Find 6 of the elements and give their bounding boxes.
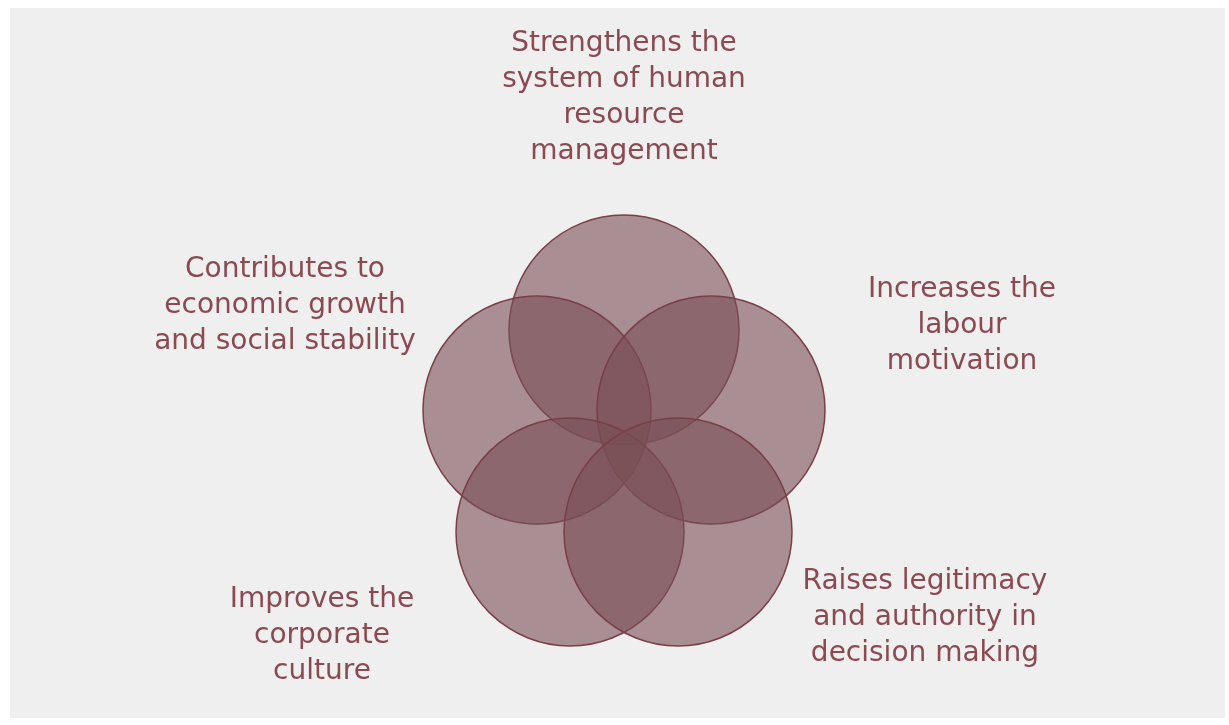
caption-text: Increases the labour motivation [867,270,1057,378]
circle [563,417,793,647]
caption-text: Improves the corporate culture [228,580,416,688]
caption-text: Contributes to economic growth and social stability [154,250,416,358]
caption-text: Raises legitimacy and authority in decision making [801,562,1049,670]
caption-text: Strengthens the system of human resource management [501,24,747,168]
